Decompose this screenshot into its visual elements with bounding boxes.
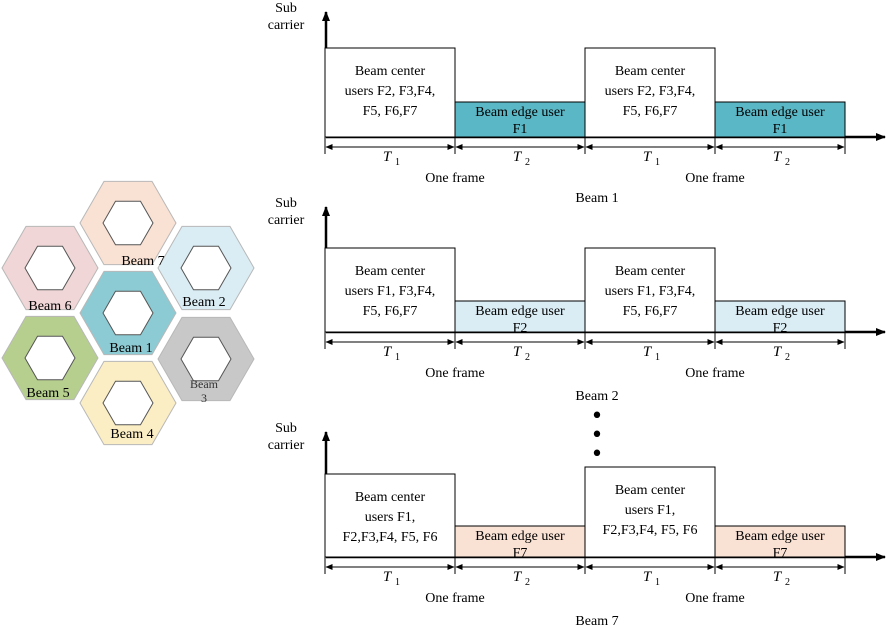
t1-label: T (643, 149, 653, 165)
beam-row-label: Beam 1 (575, 191, 618, 206)
edge-user-block (454, 300, 586, 333)
one-frame-label: One frame (685, 366, 744, 381)
ellipsis-dot: • (591, 404, 604, 429)
center-users-block (584, 47, 716, 138)
t1-label: T (383, 569, 393, 585)
beam7-label: Beam 7 (121, 254, 164, 269)
beam7-cell: Beam 7 (79, 180, 177, 269)
t1-subscript: 1 (395, 577, 400, 588)
edge-user-block (714, 300, 846, 333)
beam2-cell: Beam 2 (157, 225, 255, 311)
one-frame-label: One frame (425, 171, 484, 186)
t1-label: T (383, 149, 393, 165)
beam3-inner-hex (180, 336, 232, 382)
beam6-cell: Beam 6 (1, 225, 99, 314)
edge-user-block (454, 525, 586, 558)
ellipsis-dot: • (591, 423, 604, 448)
t1-subscript: 1 (655, 157, 660, 168)
beam5-cell: Beam 5 (1, 315, 99, 401)
t2-label: T (513, 569, 523, 585)
t2-label: T (773, 344, 783, 360)
t1-subscript: 1 (395, 352, 400, 363)
beam7-inner-hex (102, 200, 154, 246)
t2-subscript: 2 (785, 157, 790, 168)
beam5-label: Beam 5 (26, 386, 69, 401)
beam1-label: Beam 1 (109, 341, 152, 356)
t2-subscript: 2 (785, 577, 790, 588)
center-users-block (324, 47, 456, 138)
beam1-inner-hex (102, 290, 154, 336)
one-frame-label: One frame (425, 591, 484, 606)
beam-row-label: Beam 7 (575, 614, 618, 627)
one-frame-label: One frame (685, 171, 744, 186)
beam6-inner-hex (24, 245, 76, 291)
beam2-label: Beam 2 (182, 295, 225, 310)
beam4-inner-hex (102, 380, 154, 426)
one-frame-label: One frame (425, 366, 484, 381)
t1-subscript: 1 (395, 157, 400, 168)
one-frame-label: One frame (685, 591, 744, 606)
beam1-cell: Beam 1 (79, 270, 177, 356)
t1-label: T (643, 344, 653, 360)
t1-label: T (383, 344, 393, 360)
beam5-inner-hex (24, 335, 76, 381)
beam6-label: Beam 6 (28, 299, 71, 314)
t1-label: T (643, 569, 653, 585)
edge-user-block (454, 101, 586, 138)
edge-user-block (714, 525, 846, 558)
beam2-inner-hex (180, 245, 232, 291)
t2-label: T (513, 344, 523, 360)
t2-subscript: 2 (525, 577, 530, 588)
beam4-cell: Beam 4 (79, 360, 177, 446)
t1-subscript: 1 (655, 352, 660, 363)
edge-user-block (714, 101, 846, 138)
ellipsis-dot: • (591, 442, 604, 467)
t2-subscript: 2 (525, 352, 530, 363)
t1-subscript: 1 (655, 577, 660, 588)
center-users-block (584, 466, 716, 558)
beam-row-label: Beam 2 (575, 389, 618, 404)
center-users-block (584, 247, 716, 333)
t2-subscript: 2 (525, 157, 530, 168)
t2-label: T (773, 149, 783, 165)
center-users-block (324, 247, 456, 333)
t2-label: T (513, 149, 523, 165)
t2-subscript: 2 (785, 352, 790, 363)
t2-label: T (773, 569, 783, 585)
center-users-block (324, 473, 456, 558)
beam4-label: Beam 4 (110, 427, 153, 442)
